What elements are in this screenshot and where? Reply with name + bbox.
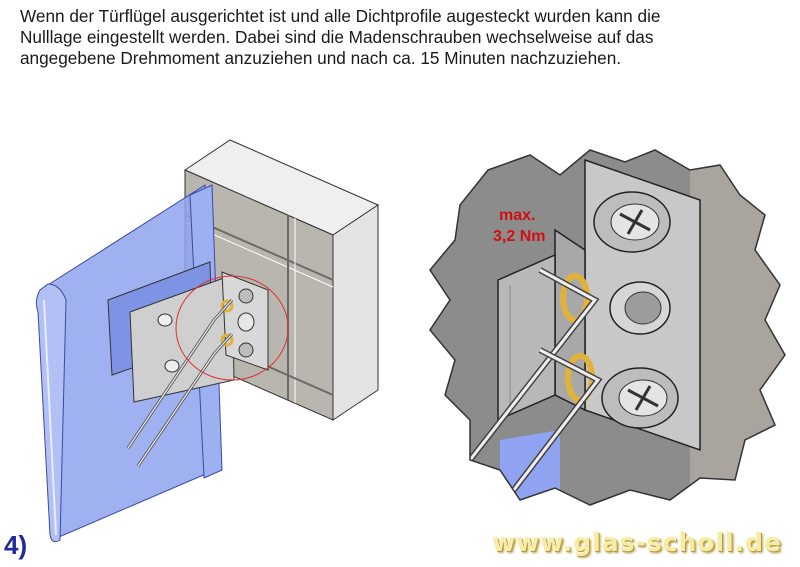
detail-highlight-circle xyxy=(175,275,289,381)
torque-max-text: max. xyxy=(499,207,536,224)
hinge-assembly xyxy=(107,261,269,467)
website-watermark: www.glas-scholl.de xyxy=(492,528,782,557)
allen-key-top xyxy=(467,267,600,462)
step-number: 4) xyxy=(4,530,28,560)
instruction-line-1: Wenn der Türflügel ausgerichtet ist und … xyxy=(20,6,661,26)
detail-view xyxy=(429,149,786,506)
instruction-line-2: Nulllage eingestellt werden. Dabei sind … xyxy=(20,27,654,47)
countersunk-screw-top xyxy=(593,191,671,253)
torque-label: max. 3,2 Nm xyxy=(493,205,545,247)
torque-value-text: 3,2 Nm xyxy=(493,228,546,245)
allen-key-bottom xyxy=(507,347,603,497)
instruction-text: Wenn der Türflügel ausgerichtet ist und … xyxy=(20,6,790,69)
countersunk-screw-bottom xyxy=(601,367,679,429)
instruction-line-3: angegebene Drehmoment anzuziehen und nac… xyxy=(20,48,622,68)
adjustment-bore xyxy=(609,281,671,335)
